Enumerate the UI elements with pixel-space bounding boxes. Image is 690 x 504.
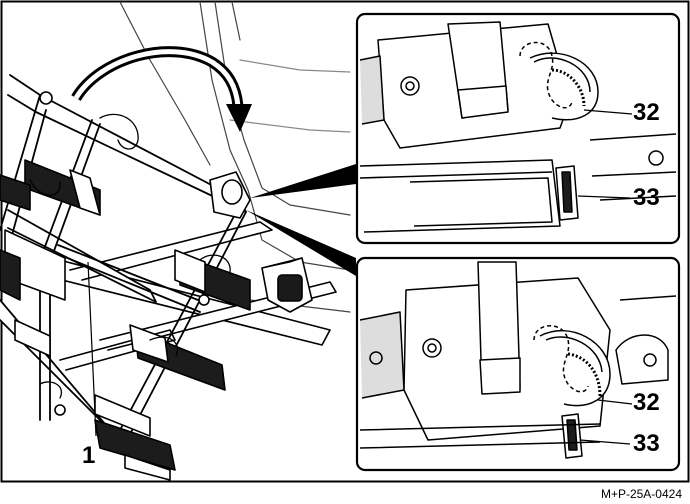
callout-33-top: 33 <box>633 184 660 211</box>
callout-32-bottom: 32 <box>633 389 660 416</box>
main-view <box>0 1 351 481</box>
pointer-to-top-inset <box>250 164 356 198</box>
callout-1: 1 <box>82 442 96 469</box>
top-detail-inset <box>355 12 681 245</box>
figure-code: M+P-25A-0424 <box>600 487 682 501</box>
pivot-clamp <box>209 171 251 219</box>
callout-1-leader <box>87 261 97 437</box>
bottom-detail-inset <box>355 256 681 472</box>
curved-rotation-arrow-icon <box>71 46 252 132</box>
bolts <box>39 91 210 416</box>
tail-light <box>261 257 313 313</box>
straps <box>29 113 231 399</box>
callout-32-top: 32 <box>633 99 660 126</box>
wheel-holders <box>0 159 251 481</box>
callout-33-bottom: 33 <box>633 430 660 457</box>
pointer-to-bottom-inset <box>246 210 356 276</box>
